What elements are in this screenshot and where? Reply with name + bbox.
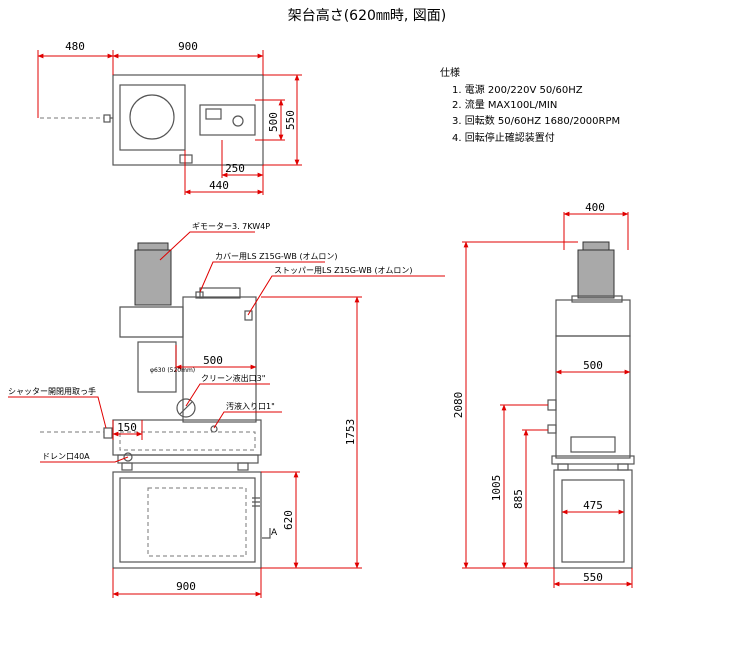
clean-outlet-label: クリーン液出口3" (201, 373, 265, 383)
front-stand (112, 471, 262, 569)
side-dim-885: 885 (512, 489, 525, 509)
top-motor-circle (129, 94, 175, 140)
top-body-outline (112, 74, 264, 166)
front-cover-switch (195, 291, 204, 299)
top-port-circle (232, 115, 244, 127)
side-main-body (555, 335, 631, 459)
front-top-cover (199, 287, 241, 299)
top-view: 480 900 500 550 250 440 (37, 40, 302, 195)
shutter-handle-label: シャッター開閉用取っ手 (8, 386, 96, 396)
side-dim-400: 400 (585, 201, 605, 214)
side-dim-1005: 1005 (490, 475, 503, 502)
top-dim-500: 500 (267, 112, 280, 132)
front-dim-620: 620 (282, 510, 295, 530)
top-motor-box (119, 84, 186, 151)
side-outlet (547, 399, 557, 411)
spec-item-power: 1. 電源 200/220V 50/60HZ (452, 83, 583, 96)
side-motor-cap (582, 241, 610, 251)
inner-label: φ630 (520mm) (150, 367, 195, 374)
side-dim-475: 475 (583, 499, 603, 512)
spec-item-flow: 2. 流量 MAX100L/MIN (452, 98, 557, 111)
section-mark (262, 528, 271, 539)
side-head (555, 299, 631, 337)
top-dim-550: 550 (284, 110, 297, 130)
front-motor-body (134, 249, 172, 306)
top-tank-box (199, 104, 256, 136)
front-dim-1753: 1753 (344, 419, 357, 446)
spec-heading: 仕様 (440, 66, 460, 79)
front-head-left (119, 306, 184, 338)
side-dim-500: 500 (583, 359, 603, 372)
front-dirty-inlet (210, 425, 218, 433)
spec-item-rpm: 3. 回転数 50/60HZ 1680/2000RPM (452, 114, 620, 127)
top-dim-440: 440 (209, 179, 229, 192)
top-dim-480: 480 (65, 40, 85, 53)
top-tank-inner (205, 108, 222, 120)
front-dim-150: 150 (117, 421, 137, 434)
side-view: 400 500 2080 1005 885 475 550 (452, 201, 635, 588)
front-clean-outlet (176, 398, 196, 418)
side-dim-2080: 2080 (452, 392, 465, 419)
front-dim-500: 500 (203, 354, 223, 367)
top-dim-900: 900 (178, 40, 198, 53)
front-drain-port (123, 452, 133, 462)
side-motor-body (577, 249, 615, 299)
stopper-switch-label: ストッパー用LS Z15G-WB (オムロン) (274, 266, 412, 275)
drain-label: ドレン口40A (42, 452, 90, 461)
side-stand (553, 469, 633, 569)
front-dim-900: 900 (176, 580, 196, 593)
side-dim-550: 550 (583, 571, 603, 584)
svg-text:A: A (271, 528, 278, 538)
motor-label: ギモーター3. 7KW4P (192, 222, 270, 231)
spec-block: 仕様 1. 電源 200/220V 50/60HZ 2. 流量 MAX100L/… (440, 66, 620, 144)
top-dim-250: 250 (225, 162, 245, 175)
front-view: 500 150 1753 620 900 A ギモーター3. 7KW4P カバー… (8, 222, 445, 598)
top-handle (103, 114, 111, 123)
drawing-title: 架台高さ(620㎜時, 図面) (288, 7, 447, 24)
cover-switch-label: カバー用LS Z15G-WB (オムロン) (215, 252, 337, 261)
front-stopper-switch (244, 310, 253, 321)
front-head-main (182, 296, 257, 423)
front-shutter-handle[interactable] (103, 427, 113, 439)
dirty-inlet-label: 汚液入り口1" (226, 401, 275, 411)
spec-item-stop-check: 4. 回転停止確認装置付 (452, 131, 555, 144)
